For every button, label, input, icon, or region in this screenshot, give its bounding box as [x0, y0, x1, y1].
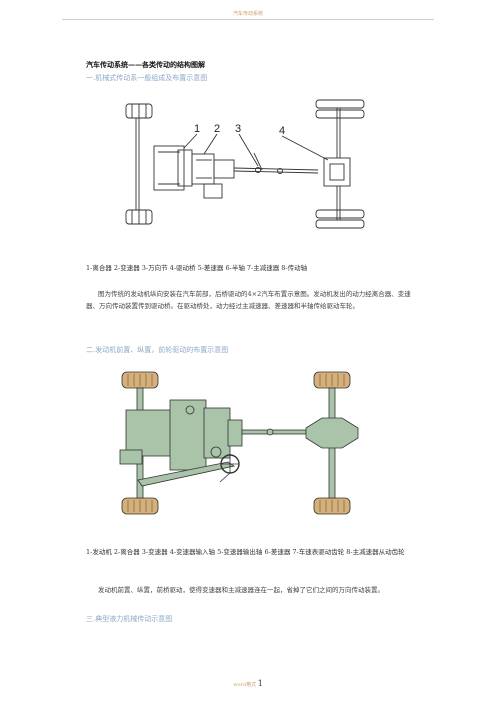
callout-4: 4: [279, 125, 285, 137]
document-title: 汽车传动系统——各类传动的结构图解: [86, 60, 205, 69]
section-1-paragraph: 图为传统的发动机纵向安装在汽车前部，后桥驱动的4×2汽车布置示意图。发动机发出的…: [86, 290, 411, 310]
running-header: 汽车传动系统: [232, 11, 263, 17]
callout-2: 2: [214, 123, 220, 135]
section-1-heading: 一.机械式传动系一般组成及布置示意图: [86, 74, 208, 82]
section-2-heading: 二.发动机前置、纵置，前轮驱动的布置示意图: [86, 346, 229, 354]
callout-3: 3: [235, 123, 241, 135]
section-2-paragraph: 发动机前置、纵置，前桥驱动，使得变速器和主减速器连在一起，省掉了它们之间的万向传…: [98, 586, 384, 594]
section-1-caption: 1-离合器 2-变速器 3-万向节 4-驱动桥 5-差速器 6-半轴 7-主减速…: [86, 264, 308, 272]
callout-1: 1: [194, 123, 200, 135]
page-number: 1: [257, 679, 263, 688]
header-rule: [62, 19, 434, 20]
page-footer: word格式 1: [0, 679, 496, 688]
figure-front-wheel-drive-layout: [119, 371, 359, 515]
section-3-heading: 三.典型液力机械传动示意图: [86, 615, 173, 623]
section-2-caption: 1-发动机 2-离合器 3-变速器 4-变速器输入轴 5-变速器输出轴 6-差速…: [86, 548, 405, 556]
footer-label: word格式: [233, 682, 257, 688]
figure-mechanical-drivetrain: 1 2 3 4: [125, 99, 365, 229]
